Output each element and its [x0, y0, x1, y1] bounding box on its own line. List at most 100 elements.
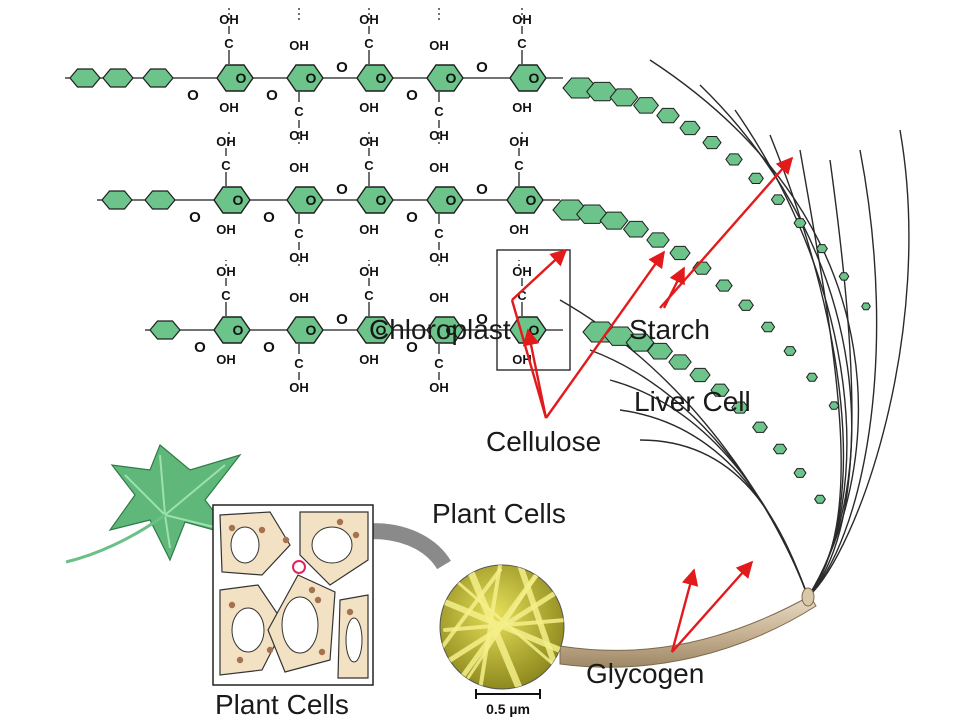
cellulose-fibrils: [559, 59, 910, 598]
red-annotation-arrow: [659, 156, 794, 309]
hydroxyl-group: OH: [429, 290, 449, 305]
hydroxyl-group: OH: [216, 264, 236, 279]
fibril-line: [699, 84, 853, 598]
ring-oxygen: O: [233, 322, 244, 338]
ring-oxygen: O: [236, 70, 247, 86]
hydroxyl-group: OH: [289, 38, 309, 53]
glycosidic-oxygen: O: [336, 181, 348, 198]
glycosidic-oxygen: O: [263, 339, 275, 356]
oxygen-atom: O: [187, 87, 199, 104]
red-annotation-arrow: [511, 248, 568, 301]
glycosidic-oxygen: O: [476, 59, 488, 76]
glycosidic-oxygen: O: [476, 181, 488, 198]
hydroxyl-group: OH: [216, 352, 236, 367]
hydroxyl-group: OH: [289, 128, 309, 143]
chloroplast-dot: [352, 531, 360, 539]
micrograph-fiber: [517, 565, 563, 683]
chloroplast-dot: [314, 596, 322, 604]
cellulose-fiber-bundle: [559, 595, 817, 668]
ring-oxygen: O: [306, 70, 317, 86]
hydroxyl-group: OH: [509, 222, 529, 237]
red-annotation-arrow: [662, 266, 686, 309]
chloroplast-dot: [236, 656, 244, 664]
chloroplast-dot: [228, 601, 236, 609]
ring-oxygen: O: [233, 192, 244, 208]
glucose-unit-highlight-box: [496, 249, 571, 371]
glucose-ring: [609, 88, 639, 107]
ring-oxygen: O: [446, 70, 457, 86]
glycosidic-oxygen: O: [336, 311, 348, 328]
glucose-ring: [689, 367, 711, 383]
red-annotation-arrow: [510, 299, 548, 419]
carbon-atom: C: [221, 288, 231, 303]
micrograph-fiber: [453, 578, 562, 672]
carbon-atom: C: [364, 288, 374, 303]
chloroplast-dot: [228, 524, 236, 532]
glucose-ring: [748, 172, 764, 185]
electron-micrograph: [439, 564, 565, 690]
ring-oxygen: O: [529, 70, 540, 86]
cell-wall-highlight-circle: [292, 560, 306, 574]
fibril-line: [639, 439, 809, 598]
ring-oxygen: O: [446, 322, 457, 338]
glucose-ring: [715, 279, 733, 292]
glucose-ring: [725, 153, 743, 166]
carbon-atom: C: [517, 36, 527, 51]
hydroxyl-group: OH: [289, 290, 309, 305]
glucose-ring: [731, 401, 749, 414]
hydroxyl-group: OH: [509, 134, 529, 149]
glucose-ring: [828, 401, 840, 410]
glucose-ring: [102, 68, 134, 88]
glucose-ring: [656, 107, 680, 124]
glucose-chains: [65, 8, 563, 380]
glucose-ring: [213, 316, 251, 344]
carbon-atom: C: [294, 356, 304, 371]
chloroplast-dot: [318, 648, 326, 656]
ring-oxygen: O: [526, 192, 537, 208]
carbon-atom: C: [434, 356, 444, 371]
glucose-ring: [861, 302, 871, 311]
glucose-ring: [69, 68, 101, 88]
label-liver-cell: Liver Cell: [634, 386, 751, 417]
hydroxyl-group: OH: [429, 128, 449, 143]
hydroxyl-group: OH: [289, 160, 309, 175]
chloroplast-dot: [308, 586, 316, 594]
glucose-ring: [356, 64, 394, 92]
glycosidic-oxygen: O: [406, 339, 418, 356]
red-annotation-arrow: [670, 568, 699, 653]
chloroplast-dot: [266, 646, 274, 654]
carbon-atom: C: [364, 158, 374, 173]
glycosidic-oxygen: O: [476, 311, 488, 328]
label-chloroplast: Chloroplast: [369, 314, 511, 345]
glucose-ring: [806, 372, 818, 382]
glucose-ring: [286, 186, 324, 214]
cell-lumen: [281, 596, 319, 654]
red-annotation-arrow: [671, 560, 754, 653]
glucose-ring: [286, 64, 324, 92]
hydroxyl-group: OH: [429, 38, 449, 53]
carbon-atom: C: [364, 36, 374, 51]
carbon-atom: C: [434, 226, 444, 241]
ring-oxygen: O: [376, 322, 387, 338]
annotation-arrows: [510, 156, 794, 653]
hydroxyl-group: OH: [512, 264, 532, 279]
chloroplast-dot: [336, 518, 344, 526]
label-plant-cells-tissue: Plant Cells: [215, 689, 349, 720]
glucose-ring: [356, 316, 394, 344]
hydroxyl-group: OH: [359, 264, 379, 279]
cell-lumen: [345, 617, 363, 663]
carbon-atom: C: [221, 158, 231, 173]
glucose-ring: [599, 211, 629, 230]
glucose-ring: [738, 299, 754, 311]
glucose-ring: [710, 383, 730, 397]
chloroplast-dot: [258, 526, 266, 534]
hydroxyl-group: OH: [429, 250, 449, 265]
label-starch: Starch: [629, 314, 710, 345]
plant-cell-tissue: [212, 504, 374, 686]
hydroxyl-group: OH: [219, 100, 239, 115]
glucose-ring: [625, 333, 655, 352]
oxygen-atom: O: [194, 339, 206, 356]
hydroxyl-group: OH: [359, 352, 379, 367]
glucose-ring: [752, 421, 768, 433]
